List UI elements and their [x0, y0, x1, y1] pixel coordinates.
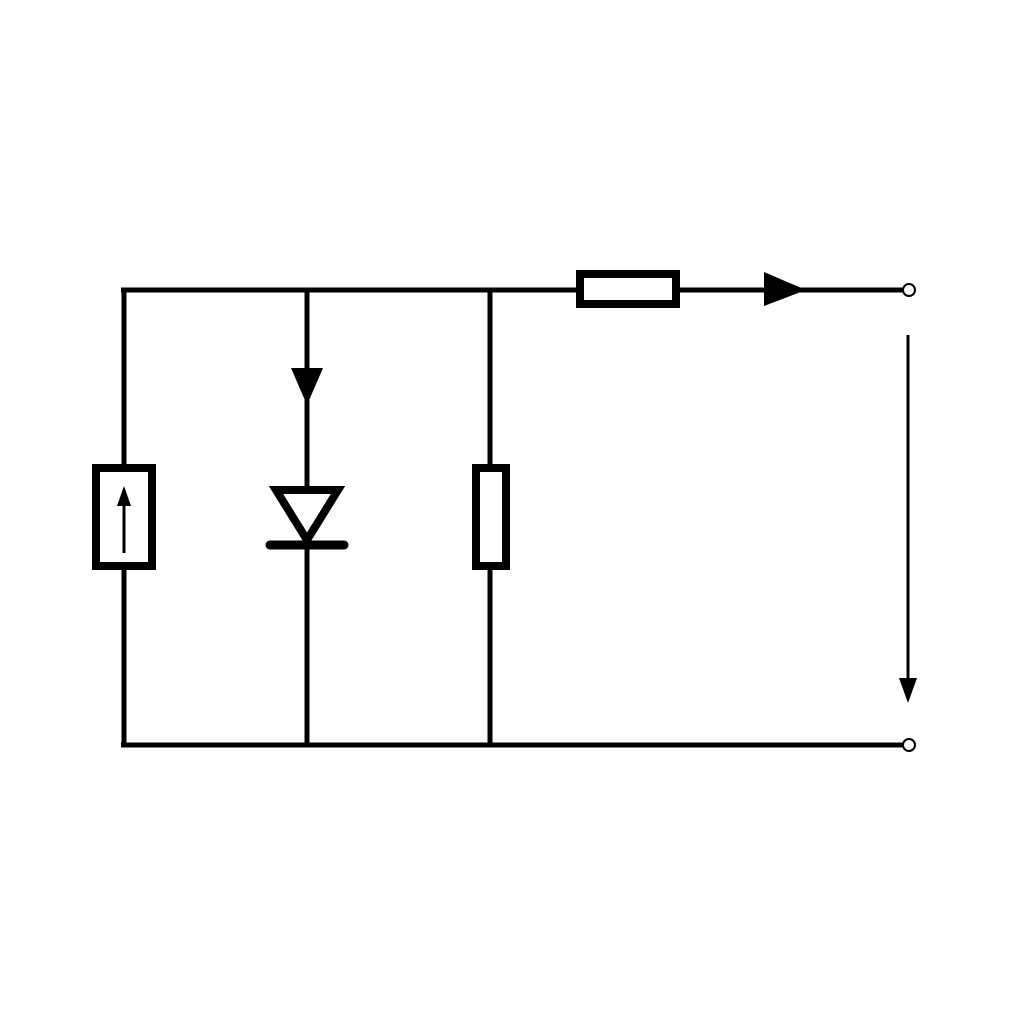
shunt-resistor	[472, 464, 510, 570]
diode-symbol	[265, 486, 349, 550]
voltage-arrow	[899, 335, 917, 703]
voltage-arrow-head	[899, 678, 917, 703]
current-source-arrow-head	[117, 486, 131, 506]
diode-current-arrow	[291, 368, 323, 405]
output-current-arrow	[764, 272, 806, 306]
diode-triangle	[268, 486, 346, 548]
output-terminal-negative	[902, 738, 916, 752]
current-source-symbol	[92, 464, 156, 570]
output-terminal-positive	[902, 283, 916, 297]
series-resistor	[576, 270, 680, 308]
